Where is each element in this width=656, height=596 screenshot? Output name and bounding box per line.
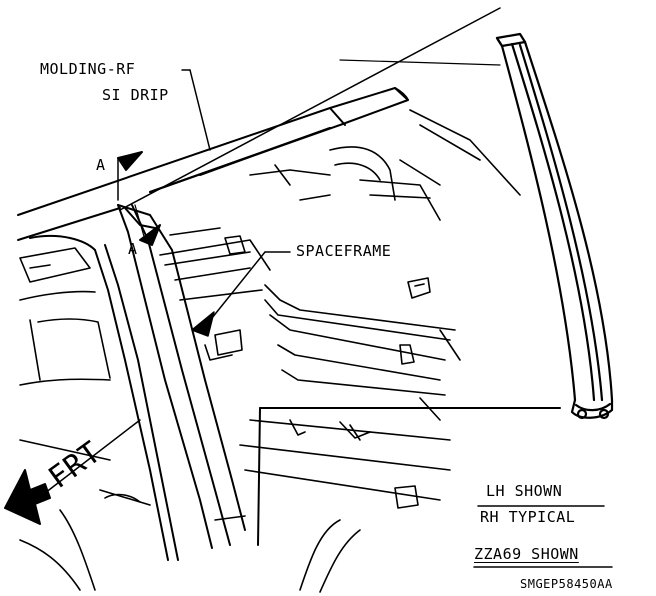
section-a-markers <box>117 151 161 246</box>
molding-leader <box>181 69 211 151</box>
spaceframe-label: SPACEFRAME <box>296 242 392 260</box>
lh-shown-note: LH SHOWN <box>486 482 563 500</box>
molding-label-line2: SI DRIP <box>102 86 169 104</box>
section-a-bottom-label: A <box>128 240 138 258</box>
roof-drip-rail <box>17 87 409 241</box>
projection-lines <box>119 7 561 546</box>
figure-code: SMGEP58450AA <box>520 577 613 591</box>
a-pillar <box>29 204 246 561</box>
rh-typical-note: RH TYPICAL <box>480 508 576 526</box>
section-a-top-label: A <box>96 156 106 174</box>
molding-detail-part <box>495 32 614 420</box>
molding-label-line1: MOLDING-RF <box>40 60 136 78</box>
model-shown-note: ZZA69 SHOWN <box>474 545 579 563</box>
spaceframe-leader <box>191 251 291 337</box>
body-panels <box>19 109 521 593</box>
front-arrow <box>4 419 141 525</box>
notes-rules <box>473 505 613 568</box>
